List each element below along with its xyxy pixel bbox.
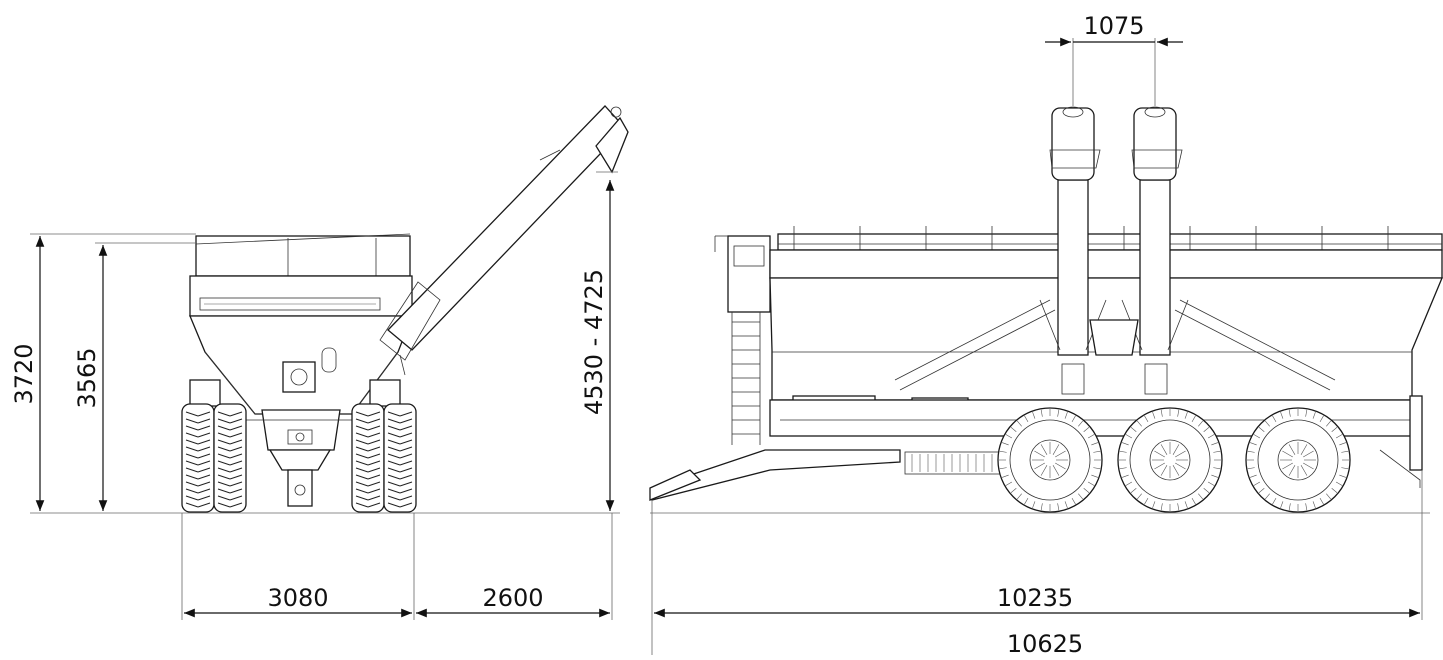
side-auger-left bbox=[1039, 106, 1107, 356]
dim-side-overall-length: 10625 bbox=[1007, 630, 1083, 658]
side-view: 1075 10235 10625 bbox=[649, 12, 1443, 658]
dim-auger-reach: 2600 bbox=[482, 584, 543, 612]
dim-front-bin-height: 3565 bbox=[73, 347, 101, 408]
front-left-tires bbox=[181, 403, 247, 513]
dim-auger-spacing: 1075 bbox=[1083, 12, 1144, 40]
dim-front-overall-height: 3720 bbox=[10, 343, 38, 404]
side-wheel bbox=[1117, 407, 1223, 513]
front-auger bbox=[379, 105, 629, 376]
front-right-tires bbox=[351, 403, 417, 513]
dim-auger-height-range: 4530 - 4725 bbox=[580, 269, 608, 415]
front-view: 3720 3565 4530 - 4725 3080 2600 bbox=[10, 105, 629, 620]
side-wheel bbox=[997, 407, 1103, 513]
dim-front-width: 3080 bbox=[267, 584, 328, 612]
dim-side-length: 10235 bbox=[997, 584, 1073, 612]
side-wheel bbox=[1245, 407, 1351, 513]
